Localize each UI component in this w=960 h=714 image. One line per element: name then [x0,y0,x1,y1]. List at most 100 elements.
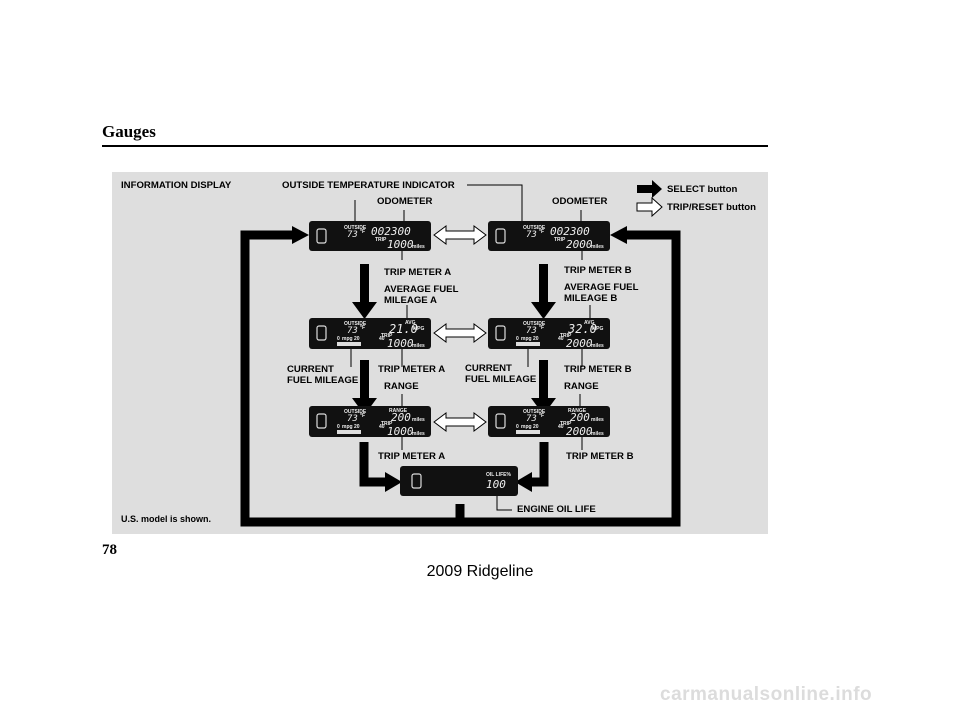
svg-text:20: 20 [533,336,539,342]
svg-text:TRIP: TRIP [560,333,572,339]
svg-text:TRIP: TRIP [375,237,387,243]
svg-text:OUTSIDE: OUTSIDE [344,225,367,231]
display-range-b: OUTSIDE 73 °F RANGE 200 miles 0 mpg 20 4… [488,406,610,438]
label-select-button: SELECT button [667,184,738,195]
svg-text:2000: 2000 [566,425,593,437]
arrow-a-to-oil [385,472,402,492]
title-rule [102,145,768,147]
svg-text:20: 20 [533,424,539,430]
trip-reset-legend-arrow [636,196,663,218]
label-outside-temp-indicator: OUTSIDE TEMPERATURE INDICATOR [282,180,455,191]
svg-text:RANGE: RANGE [568,408,587,414]
label-range-left: RANGE [384,381,419,392]
down-arrow-b1 [531,302,556,319]
svg-text:2000: 2000 [566,238,593,251]
svg-text:0: 0 [337,336,340,342]
svg-text:TRIP: TRIP [560,421,572,427]
svg-text:mpg: mpg [521,336,532,342]
svg-text:AVG: AVG [584,320,595,326]
svg-text:TRIP: TRIP [554,237,566,243]
svg-text:40: 40 [558,424,564,430]
svg-text:1000: 1000 [387,238,414,251]
svg-text:MPG: MPG [592,326,604,332]
label-range-right: RANGE [564,381,599,392]
svg-text:1000: 1000 [387,425,414,437]
svg-text:21.0: 21.0 [389,322,418,336]
diagram-arrows [240,180,681,527]
svg-text:100: 100 [486,478,506,491]
display-average-fuel-a: OUTSIDE 73 °F AVG 21.0 MPG 0 mpg 20 40 T… [309,318,431,350]
svg-text:miles: miles [412,431,425,437]
svg-text:73: 73 [347,326,358,336]
svg-text:2000: 2000 [566,337,593,349]
label-current-fuel-left: CURRENT FUEL MILEAGE [287,364,359,386]
svg-text:73: 73 [347,414,358,424]
svg-text:AVG: AVG [405,320,416,326]
label-average-fuel-a: AVERAGE FUEL MILEAGE A [384,284,459,306]
svg-text:OUTSIDE: OUTSIDE [523,409,546,415]
svg-text:OUTSIDE: OUTSIDE [344,409,367,415]
svg-text:002300: 002300 [371,225,411,238]
label-trip-meter-b-1: TRIP METER B [564,265,632,276]
loop-right-arrowhead [610,226,627,244]
label-odometer-right: ODOMETER [552,196,608,207]
page-number: 78 [102,542,117,558]
svg-text:mpg: mpg [342,424,353,430]
svg-text:°F: °F [360,413,365,419]
svg-text:73: 73 [526,230,537,240]
svg-text:mpg: mpg [342,336,353,342]
svg-text:miles: miles [591,244,604,250]
svg-text:OUTSIDE: OUTSIDE [523,321,546,327]
leader-lines [350,184,591,511]
label-engine-oil-life: ENGINE OIL LIFE [517,504,596,515]
label-trip-meter-a-3: TRIP METER A [378,451,446,462]
label-current-fuel-right: CURRENT FUEL MILEAGE [465,363,537,385]
svg-text:OUTSIDE: OUTSIDE [344,321,367,327]
select-legend-arrow [637,180,662,198]
label-trip-meter-a-1: TRIP METER A [384,267,452,278]
svg-text:miles: miles [591,417,604,423]
section-title: Gauges [102,122,156,141]
svg-text:°F: °F [539,325,544,331]
svg-text:°F: °F [539,413,544,419]
arrow-b-to-oil [515,472,532,492]
svg-text:miles: miles [412,244,425,250]
label-trip-meter-b-3: TRIP METER B [566,451,634,462]
svg-text:73: 73 [526,414,537,424]
trip-reset-double-arrows [433,225,487,432]
svg-text:0: 0 [516,336,519,342]
svg-text:miles: miles [591,343,604,349]
label-average-fuel-b: AVERAGE FUEL MILEAGE B [564,282,639,304]
svg-text:32.0: 32.0 [567,322,597,336]
svg-text:20: 20 [354,424,360,430]
svg-text:°F: °F [360,229,365,235]
svg-text:40: 40 [558,336,564,342]
svg-text:200: 200 [391,411,411,424]
svg-text:OUTSIDE: OUTSIDE [523,225,546,231]
loop-left-arrowhead [292,226,309,244]
svg-text:°F: °F [539,229,544,235]
svg-text:002300: 002300 [550,225,590,238]
svg-text:20: 20 [354,336,360,342]
label-information-display: INFORMATION DISPLAY [121,180,232,191]
display-range-a: OUTSIDE 73 °F RANGE 200 miles 0 mpg 20 4… [309,406,431,438]
svg-text:1000: 1000 [387,337,414,349]
information-display-diagram: INFORMATION DISPLAY OUTSIDE TEMPERATURE … [112,172,768,534]
svg-text:miles: miles [412,417,425,423]
svg-text:°F: °F [360,325,365,331]
svg-text:RANGE: RANGE [389,408,408,414]
display-engine-oil-life: OIL LIFE% 100 [400,466,518,496]
svg-text:0: 0 [516,424,519,430]
svg-text:OIL LIFE%: OIL LIFE% [486,472,511,478]
label-odometer-left: ODOMETER [377,196,433,207]
label-us-model-note: U.S. model is shown. [121,514,212,524]
svg-text:200: 200 [570,411,590,424]
label-trip-reset-button: TRIP/RESET button [667,202,756,213]
loop-right-line [455,230,681,527]
svg-text:73: 73 [526,326,537,336]
display-odometer-trip-b: OUTSIDE 73 °F 002300 TRIP 2000 miles [488,221,610,251]
svg-text:0: 0 [337,424,340,430]
svg-text:miles: miles [591,431,604,437]
svg-text:mpg: mpg [521,424,532,430]
svg-text:TRIP: TRIP [381,421,393,427]
